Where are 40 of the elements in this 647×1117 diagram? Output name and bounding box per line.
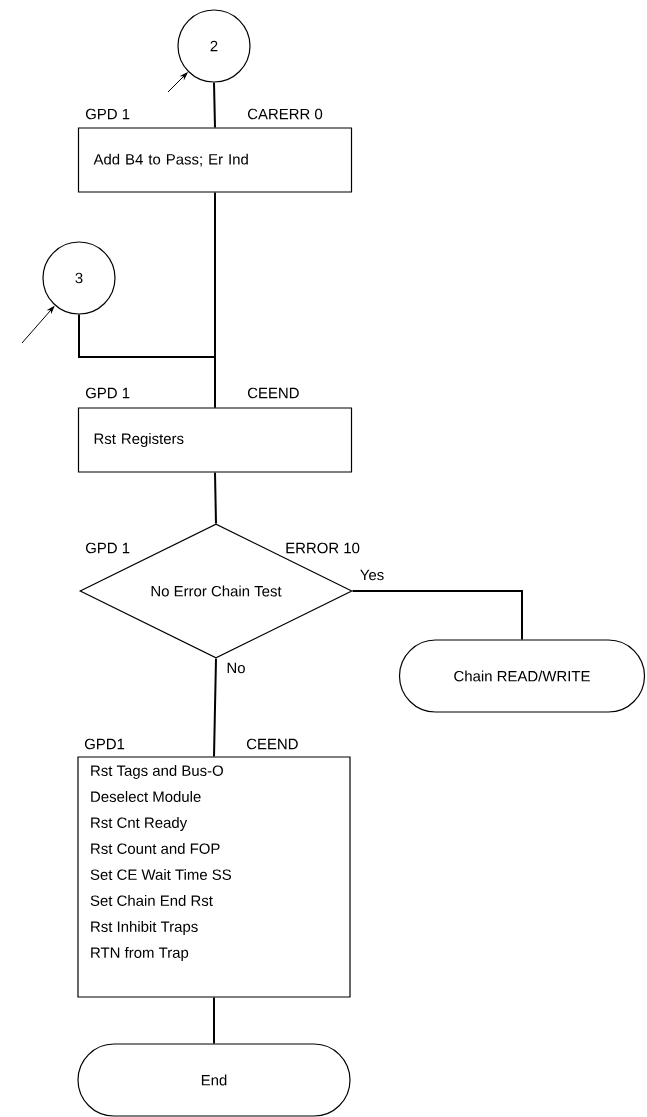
step-text: Deselect Module — [91, 791, 201, 802]
step-code: GPD 1 — [85, 108, 130, 120]
process-box — [77, 407, 353, 473]
arrow — [21, 306, 55, 344]
flow-line — [214, 471, 217, 525]
step-code: CEEND — [246, 738, 298, 750]
node-text: Chain READ/WRITE — [454, 670, 590, 682]
step-code: GPD1 — [84, 738, 125, 750]
process-box — [77, 127, 353, 193]
process-box — [77, 756, 351, 998]
node-text: 3 — [75, 272, 83, 284]
flow-line — [213, 81, 216, 129]
step-code: CARERR 0 — [247, 108, 323, 120]
arrow — [167, 72, 188, 93]
flow-line — [351, 590, 523, 641]
edge-label: Yes — [358, 568, 386, 582]
step-code: GPD 1 — [85, 387, 130, 399]
flow-line — [78, 313, 216, 409]
node-text: 2 — [210, 40, 218, 52]
connector-circle — [42, 241, 116, 315]
step-text: Set CE Wait Time SS — [90, 869, 231, 880]
step-code: CEEND — [247, 387, 299, 399]
step-code: ERROR 10 — [286, 542, 360, 554]
node-text: Add B4 to Pass; Er Ind — [93, 153, 248, 167]
terminal-box — [398, 639, 646, 713]
flow-line — [213, 996, 215, 1045]
step-code: GPD 1 — [85, 542, 130, 554]
step-text: RTN from Trap — [91, 947, 189, 961]
step-text: Rst Tags and Bus-O — [91, 765, 223, 779]
terminal-box — [77, 1043, 351, 1117]
step-text: Set Chain End Rst — [90, 895, 213, 906]
edge-label: No — [225, 661, 247, 675]
step-text: Rst Inhibit Traps — [91, 921, 198, 935]
step-text: Rst Cnt Ready — [91, 817, 188, 831]
step-text: Rst Count and FOP — [91, 843, 220, 854]
connector-circle — [177, 9, 251, 83]
node-text: No Error Chain Test — [151, 585, 282, 597]
node-text: Rst Registers — [94, 433, 184, 447]
flow-line — [213, 657, 217, 758]
node-text: End — [201, 1074, 227, 1086]
